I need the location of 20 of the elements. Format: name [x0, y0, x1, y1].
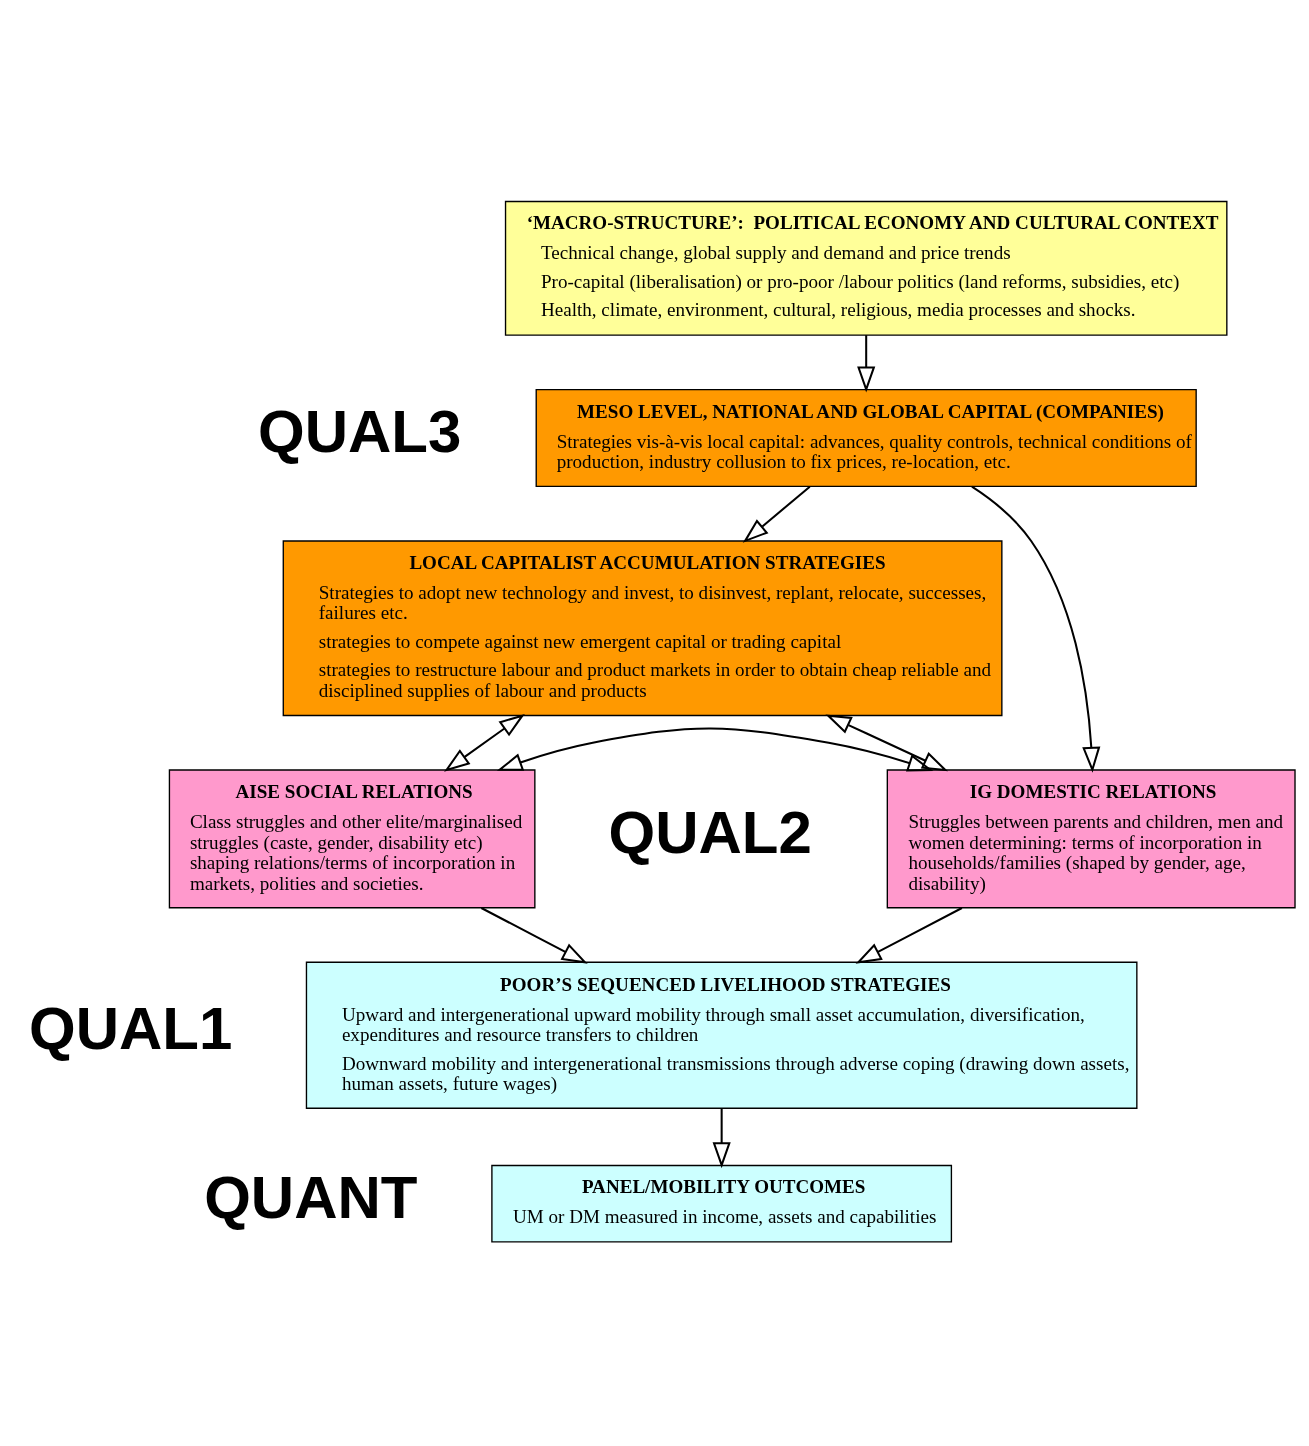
arrow [742, 485, 811, 543]
label: QUAL3 [258, 397, 462, 465]
node-box: ‘MACRO-STRUCTURE’: POLITICAL ECONOMY AND CULTURAL CONTEXT Technical change, global supply and demand and price trends Pro-capital (liberalisation) or pro-poor /labour politics (land reforms, subsidies, etc) Health, climate, environment, cultural, religious, media processes and shocks. [504, 200, 1228, 336]
node-box: MESO LEVEL, NATIONAL AND GLOBAL CAPITAL (COMPANIES) Strategies vis-à-vis local capital: advances, quality controls, technical conditions of production, industry collusion to fix prices, re-location, etc. [535, 388, 1197, 488]
label: QUAL1 [28, 995, 233, 1063]
arrow [480, 907, 588, 964]
node-box: PANEL/MOBILITY OUTCOMES UM or DM measured in income, assets and capabilities [491, 1164, 953, 1243]
arrow [971, 485, 1101, 773]
node-box: AISE SOCIAL RELATIONS Class struggles and other elite/marginalised struggles (caste, gender, disability etc) shaping relations/terms of incorporation in markets, polities and societies. [168, 769, 536, 909]
node-box: POOR’S SEQUENCED LIVELIHOOD STRATEGIES Upward and intergenerational upward mobility through small asset accumulation, diversification, expenditures and resource transfers to children Downward mobility and intergenerational transmissions through adverse coping (drawing down assets, human assets, future wages) [305, 961, 1138, 1109]
node-box: IG DOMESTIC RELATIONS Struggles between parents and children, men and women determining: terms of incorporation in households/families (shaped by gender, age, disability) [886, 769, 1296, 909]
arrow [496, 727, 934, 772]
arrow [712, 1108, 731, 1169]
arrow [825, 714, 949, 772]
label: QUAL2 [608, 798, 812, 866]
arrow [444, 713, 525, 772]
label: QUANT [204, 1163, 418, 1231]
arrow [857, 335, 876, 393]
node-box: LOCAL CAPITALIST ACCUMULATION STRATEGIES Strategies to adopt new technology and invest, to disinvest, replant, relocate, successes, failures etc. strategies to compete against new emergent capital or trading capital strategies to restructure labour and product markets in order to obtain cheap reliable and disciplined supplies of labour and products [282, 540, 1003, 717]
arrow [855, 907, 963, 964]
